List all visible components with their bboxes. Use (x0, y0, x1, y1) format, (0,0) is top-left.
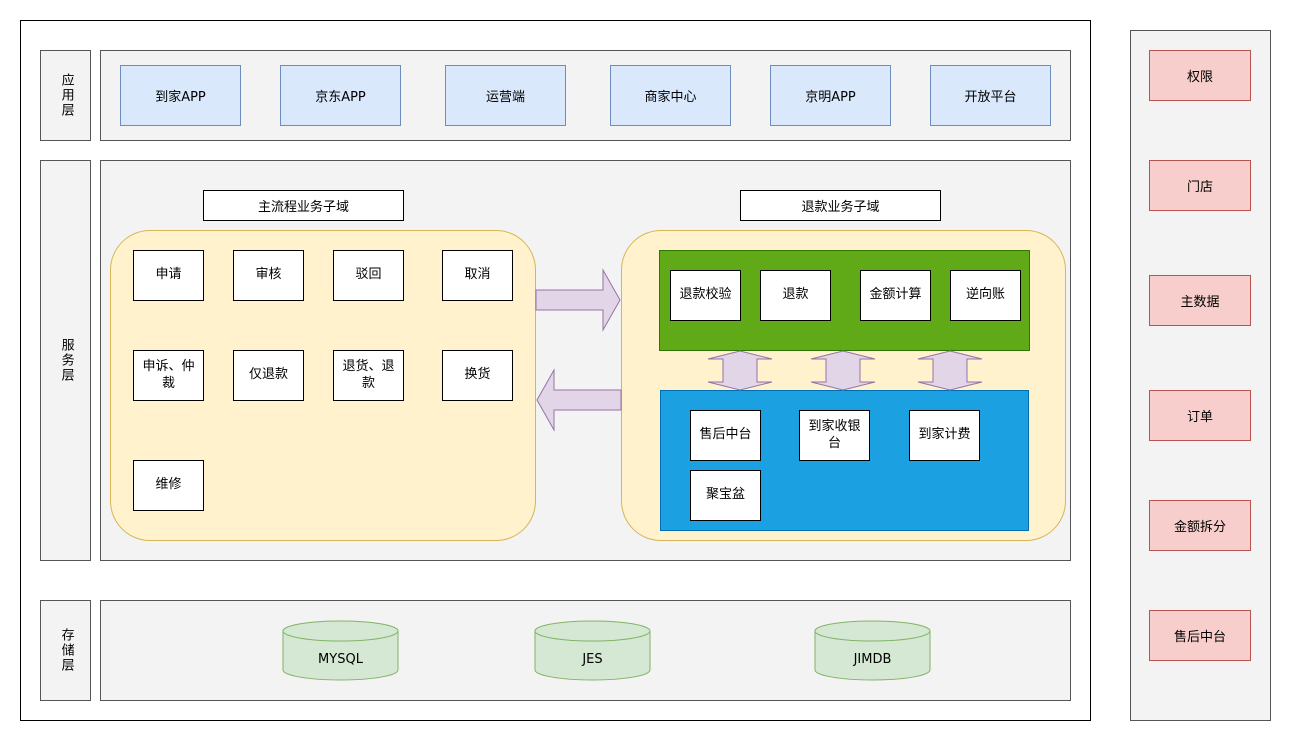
database-icon (814, 620, 931, 681)
support-daojia-cashier: 到家收银台 (799, 410, 870, 461)
app-operations: 运营端 (445, 65, 566, 126)
main-item-reject: 驳回 (333, 250, 404, 301)
app-jd: 京东APP (280, 65, 401, 126)
app-jingming: 京明APP (770, 65, 891, 126)
main-item-cancel: 取消 (442, 250, 513, 301)
storage-layer-label: 存储层 (40, 600, 91, 701)
side-amount-split: 金额拆分 (1149, 500, 1251, 551)
service-layer-label: 服务层 (40, 160, 91, 561)
refund-domain-title: 退款业务子域 (740, 190, 941, 221)
arrow-bidirectional-1 (707, 350, 773, 391)
db-mysql-label: MYSQL (318, 652, 363, 667)
db-jimdb: JIMDB (814, 620, 931, 681)
arrow-main-to-refund (535, 268, 621, 332)
app-open-platform: 开放平台 (930, 65, 1051, 126)
app-daojia: 到家APP (120, 65, 241, 126)
support-jubaopen: 聚宝盆 (690, 470, 761, 521)
db-mysql: MYSQL (282, 620, 399, 681)
refund-core-reverse-ledger: 逆向账 (950, 270, 1021, 321)
app-layer-label: 应用层 (40, 50, 91, 141)
side-orders: 订单 (1149, 390, 1251, 441)
side-permissions: 权限 (1149, 50, 1251, 101)
side-master-data: 主数据 (1149, 275, 1251, 326)
side-stores: 门店 (1149, 160, 1251, 211)
app-merchant-center: 商家中心 (610, 65, 731, 126)
refund-core-validation: 退款校验 (670, 270, 741, 321)
arrow-refund-to-main (536, 368, 622, 432)
arrow-bidirectional-2 (810, 350, 876, 391)
main-domain-title: 主流程业务子域 (203, 190, 404, 221)
main-item-exchange: 换货 (442, 350, 513, 401)
db-jes: JES (534, 620, 651, 681)
main-item-repair: 维修 (133, 460, 204, 511)
refund-core-amount-calc: 金额计算 (860, 270, 931, 321)
side-services-panel (1130, 30, 1271, 721)
main-item-apply: 申请 (133, 250, 204, 301)
db-jimdb-label: JIMDB (853, 652, 892, 667)
app-layer-panel (100, 50, 1071, 141)
database-icon (534, 620, 651, 681)
main-item-refund-only: 仅退款 (233, 350, 304, 401)
side-aftersale-center: 售后中台 (1149, 610, 1251, 661)
db-jes-label: JES (582, 652, 603, 667)
main-item-review: 审核 (233, 250, 304, 301)
main-item-return-refund: 退货、退款 (333, 350, 404, 401)
main-item-appeal: 申诉、仲裁 (133, 350, 204, 401)
database-icon (282, 620, 399, 681)
support-daojia-billing: 到家计费 (909, 410, 980, 461)
arrow-bidirectional-3 (917, 350, 983, 391)
refund-core-refund: 退款 (760, 270, 831, 321)
support-aftersale-center: 售后中台 (690, 410, 761, 461)
